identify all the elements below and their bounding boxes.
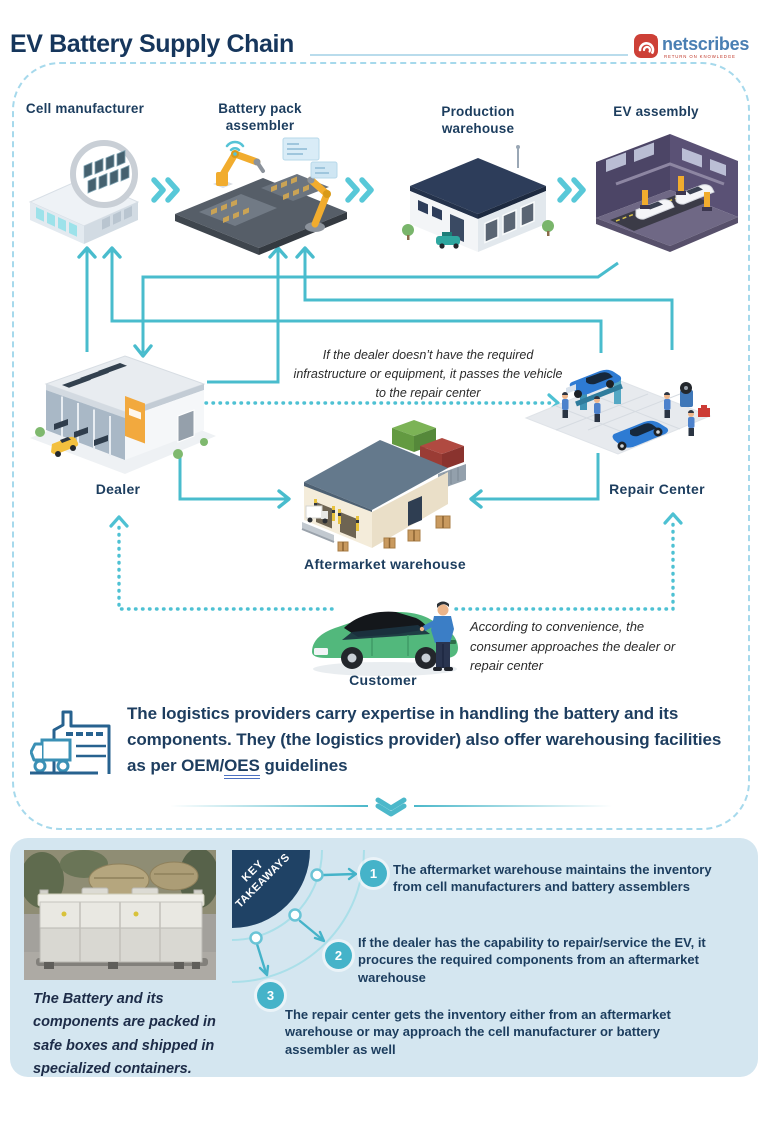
connector-dealer-to-assembler <box>207 250 280 384</box>
connector-repair-to-cellmfr <box>110 250 603 353</box>
label-dealer: Dealer <box>95 481 141 497</box>
diagram-frame <box>12 62 750 830</box>
battery-container-photo <box>24 850 216 980</box>
dotted-customer-to-dealer <box>117 519 334 611</box>
connector-repair-to-assembler <box>303 250 674 350</box>
oes-link[interactable]: OES <box>224 755 260 779</box>
logistics-note: The logistics providers carry expertise … <box>127 701 742 779</box>
label-repair-center: Repair Center <box>609 481 705 497</box>
brand-name: netscribes <box>662 34 750 54</box>
mechanic-figure <box>562 392 695 436</box>
divider-line-left <box>170 805 368 807</box>
arrowhead-up-cellmfr-2 <box>102 246 122 259</box>
key-takeaways-wedge <box>232 850 310 928</box>
arrowhead-left-warehouse <box>469 489 483 509</box>
connector-repair-to-warehouse <box>473 453 600 501</box>
takeaway-text-2: If the dealer has the capability to repa… <box>358 935 706 985</box>
flow-chevron-icon <box>151 177 180 203</box>
takeaway-number-1: 1 <box>360 860 387 887</box>
dealer-illustration <box>30 355 216 474</box>
flow-chevron-icon <box>345 177 374 203</box>
logistics-note-text-after: guidelines <box>259 755 348 775</box>
supply-chain-connectors <box>77 246 683 611</box>
dotted-arrowhead-repair2 <box>663 512 683 525</box>
title-underline <box>310 54 628 56</box>
takeaway-text-3: The repair center gets the inventory eit… <box>285 1007 671 1057</box>
page-title: EV Battery Supply Chain <box>10 30 294 58</box>
chevron-down-icon <box>375 797 407 817</box>
takeaway-number-3: 3 <box>257 982 284 1009</box>
key-takeaways-graphic: KEY TAKEAWAYS <box>231 849 365 983</box>
arrowhead-up-cellmfr-1 <box>77 246 97 259</box>
wifi-icon <box>225 140 245 156</box>
arrowhead-up-assembler-2 <box>295 246 315 259</box>
photo-caption: The Battery and its components are packe… <box>33 991 216 1078</box>
logistics-truck-icon <box>30 710 111 775</box>
label-ev-assembly: EV assembly <box>613 104 699 119</box>
connector-ev-to-dealer <box>141 261 619 353</box>
logistics-note-text: The logistics providers carry expertise … <box>127 704 722 775</box>
aftermarket-warehouse-illustration <box>301 420 466 552</box>
dealer-repair-note: If the dealer doesn’t have the required … <box>293 348 563 400</box>
ev-assembly-illustration <box>596 134 738 252</box>
dotted-arrowhead-dealer <box>109 515 129 528</box>
label-customer: Customer <box>349 672 417 688</box>
arrowhead-up-assembler-1 <box>268 246 288 259</box>
connector-dealer-to-warehouse <box>178 457 287 501</box>
flow-chevron-icon <box>557 177 586 203</box>
takeaway-text-1: The aftermarket warehouse maintains the … <box>393 862 712 895</box>
brand-tagline: RETURN ON KNOWLEDGE <box>664 55 736 60</box>
customer-illustration <box>312 601 458 676</box>
takeaway-number-2: 2 <box>325 942 352 969</box>
netscribes-logo-icon <box>634 34 658 58</box>
production-warehouse-illustration <box>402 145 554 252</box>
label-battery-pack-assembler: Battery pack assembler <box>218 101 302 134</box>
repair-center-illustration <box>524 369 712 455</box>
arrowhead-down-dealer <box>133 344 153 358</box>
car-icon <box>51 436 79 457</box>
cell-manufacturer-illustration <box>28 140 140 244</box>
brand-logo[interactable]: netscribes RETURN ON KNOWLEDGE <box>634 32 764 66</box>
label-aftermarket-warehouse: Aftermarket warehouse <box>304 556 466 572</box>
truck-icon <box>305 505 328 524</box>
label-production-warehouse: Production warehouse <box>441 104 515 137</box>
person-figure <box>419 601 454 671</box>
arrowhead-right-warehouse <box>277 489 291 509</box>
battery-pack-assembler-illustration <box>175 137 347 255</box>
car-icon <box>436 232 460 249</box>
label-cell-manufacturer: Cell manufacturer <box>25 101 145 116</box>
divider-line-right <box>414 805 612 807</box>
dotted-customer-to-repair <box>454 516 675 611</box>
customer-note: According to convenience, the consumer a… <box>470 619 676 673</box>
